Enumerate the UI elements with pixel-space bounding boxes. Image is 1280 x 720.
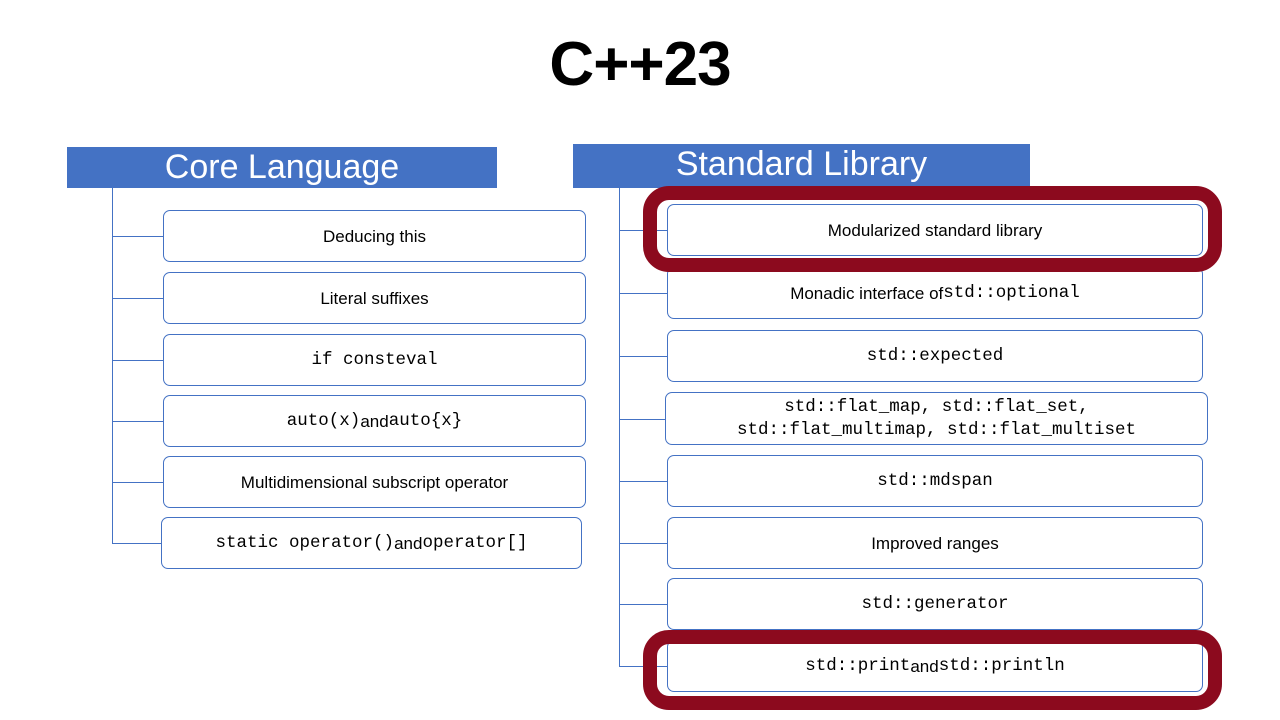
node-std-flat-containers[interactable]: std::flat_map, std::flat_set, std::flat_… — [665, 392, 1208, 445]
node-modularized-standard-library[interactable]: Modularized standard library — [667, 204, 1203, 256]
node-if-consteval[interactable]: if consteval — [163, 334, 586, 386]
node-auto-parenthesis-x[interactable]: auto(x) and auto{x} — [163, 395, 586, 447]
node-label-part-2: and — [910, 656, 939, 676]
node-label-line-2: std::flat_multimap, std::flat_multiset — [736, 419, 1137, 440]
connector-branch-stdlib-8 — [619, 666, 667, 667]
node-label-part-1: static operator() — [215, 532, 395, 553]
node-label-part-3: operator[] — [422, 532, 528, 553]
connector-branch-core-3 — [112, 360, 163, 361]
connector-branch-stdlib-4 — [619, 419, 667, 420]
connector-branch-stdlib-5 — [619, 481, 667, 482]
node-label-part-2: std::optional — [943, 282, 1080, 303]
connector-branch-stdlib-2 — [619, 293, 667, 294]
node-label: std::mdspan — [877, 470, 993, 491]
column-header-standard-library[interactable]: Standard Library — [573, 144, 1030, 188]
node-label-part-1: std::print — [805, 655, 911, 676]
node-label: Literal suffixes — [320, 288, 429, 308]
node-multidimensional-subscript-operator[interactable]: Multidimensional subscript operator — [163, 456, 586, 508]
page-title: C++23 — [549, 30, 731, 99]
node-label-line-1: std::flat_map, std::flat_set, — [784, 396, 1089, 417]
node-label-part-3: auto{x} — [388, 410, 463, 431]
connector-branch-core-2 — [112, 298, 163, 299]
column-header-core-language[interactable]: Core Language — [67, 147, 497, 188]
connector-branch-stdlib-7 — [619, 604, 667, 605]
node-std-expected[interactable]: std::expected — [667, 330, 1203, 382]
node-std-generator[interactable]: std::generator — [667, 578, 1203, 630]
node-label: std::expected — [866, 345, 1004, 366]
node-improved-ranges[interactable]: Improved ranges — [667, 517, 1203, 569]
node-label-part-2: and — [394, 533, 423, 553]
connector-trunk-standard-library — [619, 188, 620, 666]
node-deducing-this[interactable]: Deducing this — [163, 210, 586, 262]
connector-branch-stdlib-6 — [619, 543, 667, 544]
node-static-operator[interactable]: static operator() and operator[] — [161, 517, 582, 569]
connector-branch-core-5 — [112, 482, 163, 483]
node-label-part-1: auto(x) — [286, 410, 361, 431]
connector-branch-core-4 — [112, 421, 163, 422]
node-std-print-println[interactable]: std::print and std::println — [667, 640, 1203, 692]
node-label: Improved ranges — [871, 533, 999, 553]
connector-branch-stdlib-1 — [619, 230, 667, 231]
node-label-part-1: Monadic interface of — [790, 283, 944, 303]
connector-branch-core-6 — [112, 543, 163, 544]
node-label: std::generator — [861, 593, 1009, 614]
connector-branch-stdlib-3 — [619, 356, 667, 357]
node-label: Multidimensional subscript operator — [240, 472, 509, 492]
connector-branch-core-1 — [112, 236, 163, 237]
node-label: if consteval — [311, 349, 438, 370]
node-label: Deducing this — [322, 226, 426, 246]
node-label: Modularized standard library — [827, 220, 1043, 240]
node-std-mdspan[interactable]: std::mdspan — [667, 455, 1203, 507]
connector-trunk-core-language — [112, 188, 113, 544]
node-monadic-interface-optional[interactable]: Monadic interface of std::optional — [667, 267, 1203, 319]
node-literal-suffixes[interactable]: Literal suffixes — [163, 272, 586, 324]
node-label-part-3: std::println — [938, 655, 1065, 676]
node-label-part-2: and — [360, 411, 389, 431]
